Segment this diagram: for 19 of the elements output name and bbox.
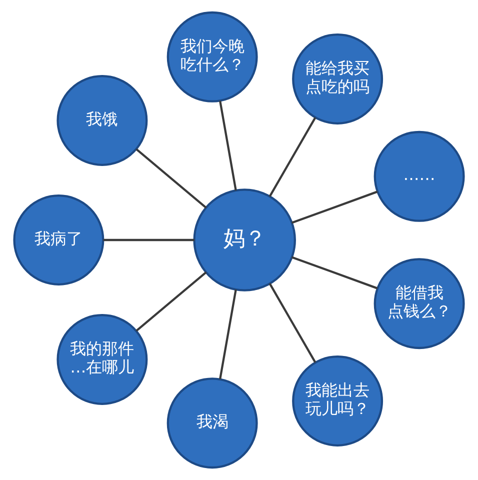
connector (268, 283, 316, 363)
connector (136, 148, 207, 208)
node-circle: 我病了 (13, 194, 104, 286)
node-circle: 能借我点钱么？ (374, 258, 465, 350)
node-circle: 我饿 (56, 75, 148, 166)
node-circle: 能给我买点吃的吗 (292, 34, 384, 124)
node-circle: 我的那件…在哪儿 (56, 314, 148, 405)
node-circle: 我能出去玩儿吗？ (292, 356, 384, 446)
connector (292, 190, 378, 224)
connector (292, 256, 378, 290)
node-circle: 我们今晚吃什么？ (166, 11, 258, 102)
node-circle: …… (374, 130, 465, 222)
connector (219, 289, 237, 380)
connector (103, 238, 194, 242)
node-circle: 我渴 (166, 378, 258, 469)
connector (219, 100, 237, 191)
connector (268, 117, 316, 197)
node-circle: 妈？ (193, 188, 296, 292)
connector (136, 272, 207, 332)
